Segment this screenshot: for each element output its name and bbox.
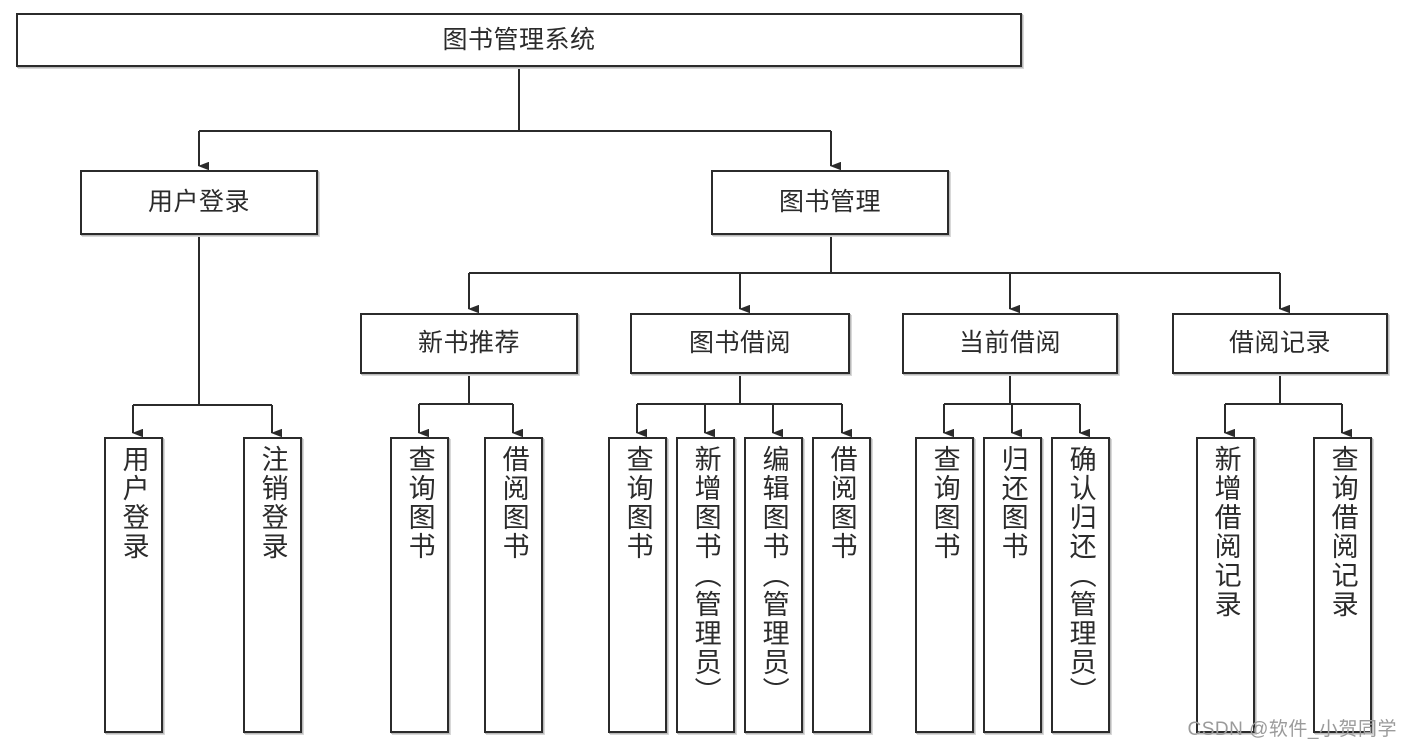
node-leaf-current-borrow-return[interactable]: 归还图书 <box>983 437 1042 733</box>
node-book-borrow[interactable]: 图书借阅 <box>630 313 850 374</box>
node-leaf-new-book-borrow-label: 借阅图书 <box>498 445 529 561</box>
node-leaf-user-login-signout[interactable]: 注销登录 <box>243 437 302 733</box>
node-leaf-book-borrow-add-label: 新增图书（管理员） <box>690 445 721 706</box>
node-book-borrow-label: 图书借阅 <box>688 329 791 358</box>
node-leaf-book-borrow-borrow-label: 借阅图书 <box>826 445 857 561</box>
node-new-book-recommend-label: 新书推荐 <box>417 329 520 358</box>
node-user-login-label: 用户登录 <box>147 188 250 217</box>
node-leaf-book-borrow-edit-label: 编辑图书（管理员） <box>758 445 789 706</box>
node-leaf-user-login-signin-label: 用户登录 <box>118 445 149 561</box>
node-leaf-current-borrow-confirm-return-label: 确认归还（管理员） <box>1065 445 1096 706</box>
csdn-watermark: CSDN @软件_小贺同学 <box>1187 719 1397 740</box>
node-current-borrow-label: 当前借阅 <box>958 329 1061 358</box>
node-root-system-label: 图书管理系统 <box>442 25 596 54</box>
node-leaf-new-book-query-label: 查询图书 <box>404 445 435 561</box>
node-new-book-recommend[interactable]: 新书推荐 <box>360 313 578 374</box>
node-leaf-book-borrow-edit[interactable]: 编辑图书（管理员） <box>744 437 803 733</box>
node-borrow-records-label: 借阅记录 <box>1228 329 1331 358</box>
node-user-login[interactable]: 用户登录 <box>80 170 318 235</box>
node-leaf-book-borrow-query-label: 查询图书 <box>622 445 653 561</box>
node-book-management[interactable]: 图书管理 <box>711 170 949 235</box>
node-leaf-user-login-signout-label: 注销登录 <box>257 445 288 561</box>
node-borrow-records[interactable]: 借阅记录 <box>1172 313 1388 374</box>
node-current-borrow[interactable]: 当前借阅 <box>902 313 1118 374</box>
node-book-management-label: 图书管理 <box>778 188 881 217</box>
node-leaf-borrow-records-add[interactable]: 新增借阅记录 <box>1196 437 1255 733</box>
node-leaf-new-book-borrow[interactable]: 借阅图书 <box>484 437 543 733</box>
node-leaf-new-book-query[interactable]: 查询图书 <box>390 437 449 733</box>
node-leaf-current-borrow-query-label: 查询图书 <box>929 445 960 561</box>
node-leaf-borrow-records-add-label: 新增借阅记录 <box>1210 445 1241 619</box>
node-leaf-borrow-records-query-label: 查询借阅记录 <box>1327 445 1358 619</box>
node-leaf-book-borrow-query[interactable]: 查询图书 <box>608 437 667 733</box>
node-leaf-current-borrow-return-label: 归还图书 <box>997 445 1028 561</box>
node-leaf-book-borrow-add[interactable]: 新增图书（管理员） <box>676 437 735 733</box>
node-leaf-book-borrow-borrow[interactable]: 借阅图书 <box>812 437 871 733</box>
node-leaf-current-borrow-confirm-return[interactable]: 确认归还（管理员） <box>1051 437 1110 733</box>
node-leaf-user-login-signin[interactable]: 用户登录 <box>104 437 163 733</box>
node-leaf-borrow-records-query[interactable]: 查询借阅记录 <box>1313 437 1372 733</box>
node-leaf-current-borrow-query[interactable]: 查询图书 <box>915 437 974 733</box>
node-root-system[interactable]: 图书管理系统 <box>16 13 1022 67</box>
